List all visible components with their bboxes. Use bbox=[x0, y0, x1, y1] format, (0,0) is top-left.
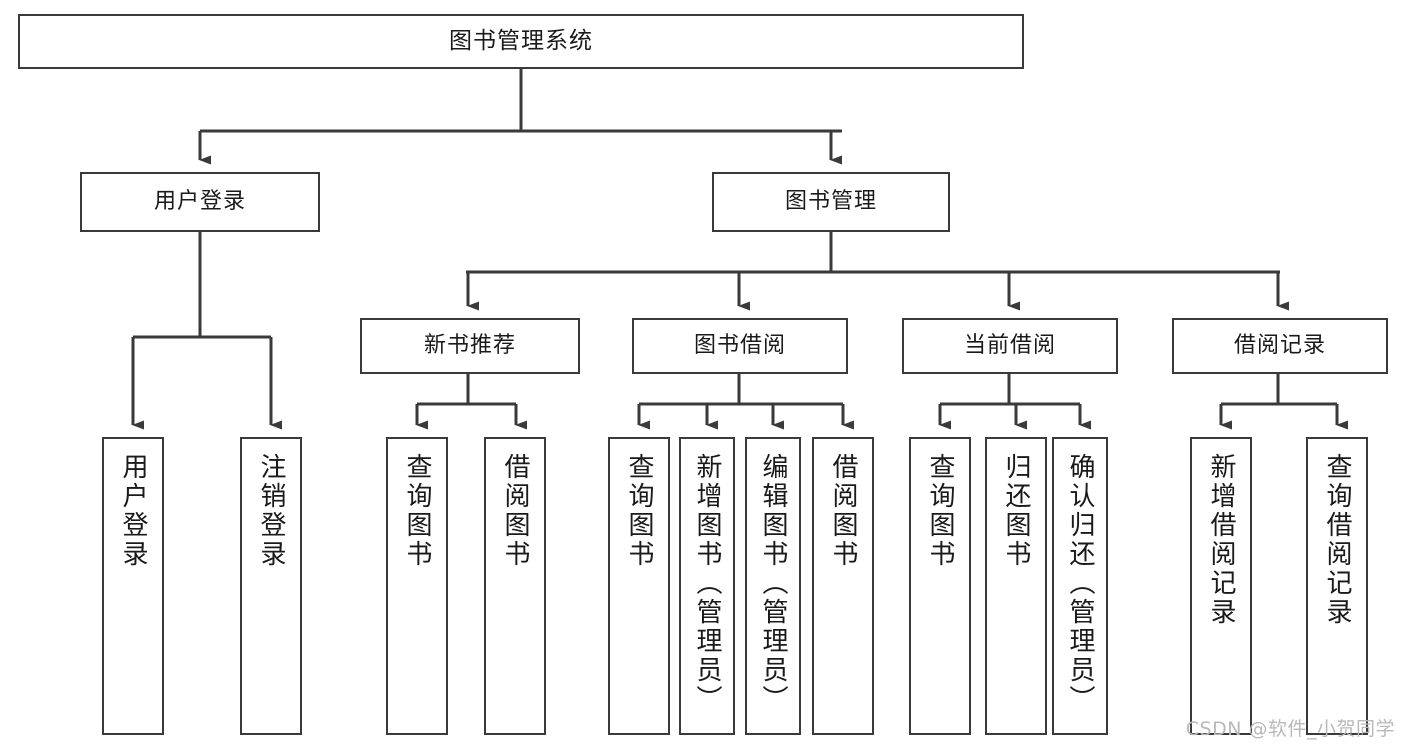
node-borrow-record[interactable]: 借阅记录 bbox=[1172, 318, 1388, 374]
node-label: 借阅记录 bbox=[1233, 332, 1326, 358]
node-label: 注销登录 bbox=[256, 453, 287, 569]
node-label: 图书借阅 bbox=[693, 332, 786, 358]
node-book-borrow[interactable]: 图书借阅 bbox=[632, 318, 848, 374]
node-label: 用户登录 bbox=[153, 188, 246, 214]
node-label: 用户登录 bbox=[118, 453, 149, 569]
node-label: 确认归还（管理员） bbox=[1065, 453, 1096, 714]
node-book-management[interactable]: 图书管理 bbox=[712, 172, 950, 232]
node-user-login[interactable]: 用户登录 bbox=[80, 172, 320, 232]
leaf-record-query-borrow-record[interactable]: 查询借阅记录 bbox=[1306, 437, 1368, 735]
node-label: 借阅图书 bbox=[828, 453, 859, 569]
node-label: 归还图书 bbox=[1001, 453, 1032, 569]
leaf-current-query-book[interactable]: 查询图书 bbox=[909, 437, 971, 735]
node-label: 图书管理系统 bbox=[449, 27, 593, 54]
csdn-watermark: CSDN @软件_小贺同学 bbox=[1185, 718, 1395, 740]
node-label: 查询图书 bbox=[402, 453, 433, 569]
leaf-user-login[interactable]: 用户登录 bbox=[102, 437, 164, 735]
leaf-current-return-book[interactable]: 归还图书 bbox=[985, 437, 1047, 735]
node-label: 查询图书 bbox=[925, 453, 956, 569]
leaf-borrow-lend-book[interactable]: 借阅图书 bbox=[812, 437, 874, 735]
node-label: 查询图书 bbox=[624, 453, 655, 569]
node-label: 新增图书（管理员） bbox=[692, 453, 723, 714]
node-label: 新增借阅记录 bbox=[1206, 453, 1237, 627]
node-label: 新书推荐 bbox=[423, 332, 516, 358]
leaf-borrow-query-book[interactable]: 查询图书 bbox=[608, 437, 670, 735]
node-label: 借阅图书 bbox=[500, 453, 531, 569]
node-label: 编辑图书（管理员） bbox=[758, 453, 789, 714]
leaf-newbook-borrow-book[interactable]: 借阅图书 bbox=[484, 437, 546, 735]
node-new-book-recommend[interactable]: 新书推荐 bbox=[360, 318, 580, 374]
node-root-system[interactable]: 图书管理系统 bbox=[18, 14, 1024, 69]
node-label: 查询借阅记录 bbox=[1322, 453, 1353, 627]
leaf-record-add-borrow-record[interactable]: 新增借阅记录 bbox=[1190, 437, 1252, 735]
node-current-borrow[interactable]: 当前借阅 bbox=[902, 318, 1118, 374]
node-label: 当前借阅 bbox=[963, 332, 1056, 358]
leaf-borrow-edit-book-admin[interactable]: 编辑图书（管理员） bbox=[745, 437, 801, 735]
leaf-current-confirm-return-admin[interactable]: 确认归还（管理员） bbox=[1052, 437, 1108, 735]
leaf-newbook-query-book[interactable]: 查询图书 bbox=[386, 437, 448, 735]
node-label: 图书管理 bbox=[784, 188, 877, 214]
leaf-user-logout[interactable]: 注销登录 bbox=[240, 437, 302, 735]
leaf-borrow-add-book-admin[interactable]: 新增图书（管理员） bbox=[679, 437, 735, 735]
